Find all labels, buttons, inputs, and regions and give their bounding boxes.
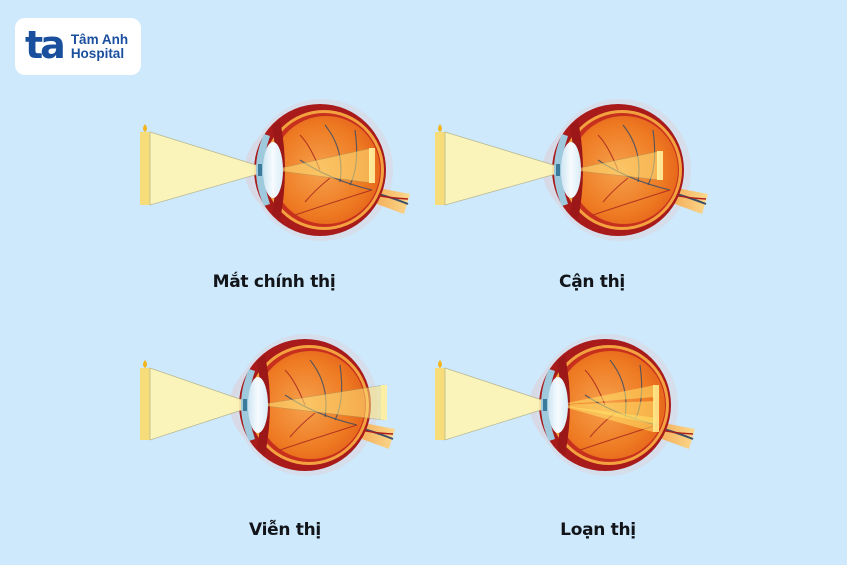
pupil <box>556 164 560 176</box>
logo-line-2: Hospital <box>70 45 125 61</box>
panel-label-normal: Mắt chính thị <box>212 272 336 292</box>
lens <box>248 377 268 433</box>
eye-panel-hyperopia <box>140 334 395 476</box>
blood-vessel <box>279 424 358 451</box>
focus-image <box>657 151 663 180</box>
eye-panel-myopia <box>435 99 708 241</box>
focus-image <box>369 148 375 183</box>
candle-icon <box>435 368 445 440</box>
refracted-beam <box>557 405 657 432</box>
focus-image <box>381 385 387 420</box>
candle-flame-icon <box>438 124 442 132</box>
panel-label-astigmatism: Loạn thị <box>560 520 636 540</box>
pupil <box>258 164 262 176</box>
eye-panel-astigmatism <box>435 334 695 476</box>
hospital-logo: ta Tâm Anh Hospital <box>15 18 141 75</box>
lens <box>263 142 283 198</box>
blood-vessel <box>592 189 671 216</box>
candle-icon <box>140 132 150 205</box>
logo-mark: ta <box>25 22 66 67</box>
incoming-light-beam <box>444 131 572 206</box>
panel-label-myopia: Cận thị <box>559 272 625 292</box>
blood-vessel <box>294 189 373 216</box>
blood-vessel <box>602 177 629 203</box>
incoming-light-beam <box>149 367 259 441</box>
incoming-light-beam <box>149 131 274 206</box>
pupil <box>243 399 247 411</box>
refracted-beam <box>557 385 655 405</box>
blood-vessel <box>289 412 316 438</box>
candle-icon <box>435 132 445 205</box>
incoming-light-beam <box>444 367 559 441</box>
focus-image <box>653 385 659 432</box>
logo-line-1: Tâm Anh <box>70 31 129 47</box>
logo-text: Tâm Anh Hospital <box>70 31 129 61</box>
candle-flame-icon <box>143 360 147 368</box>
panel-label-hyperopia: Viễn thị <box>249 520 321 540</box>
lens <box>548 377 568 433</box>
eye-panel-normal <box>140 99 410 241</box>
lens <box>561 142 581 198</box>
candle-flame-icon <box>438 360 442 368</box>
pupil <box>543 399 547 411</box>
candle-icon <box>140 368 150 440</box>
blood-vessel <box>304 177 331 203</box>
candle-flame-icon <box>143 124 147 132</box>
